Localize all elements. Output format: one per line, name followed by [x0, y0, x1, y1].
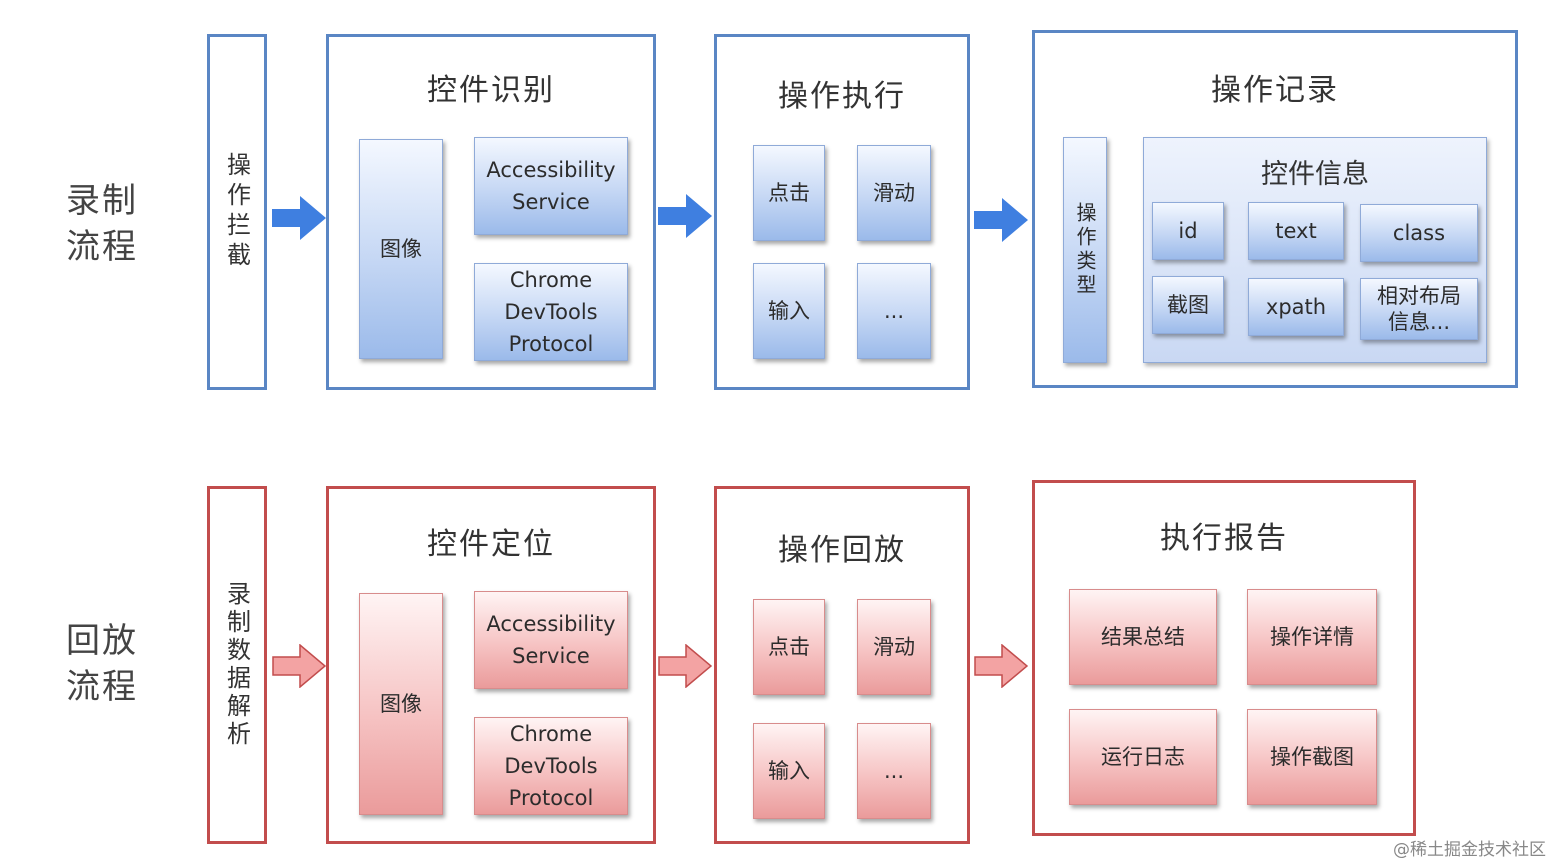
relative-layout-box: 相对布局 信息...: [1360, 278, 1478, 340]
operation-record-frame: 操作记录 操作类型 控件信息 id text class 截图 xpath 相对…: [1032, 30, 1518, 388]
image-box: 图像: [359, 139, 443, 359]
input-box: 输入: [753, 723, 825, 819]
record-flow-label: 录制 流程: [66, 181, 138, 267]
operation-screenshots-box: 操作截图: [1247, 709, 1377, 805]
operation-record-title: 操作记录: [1211, 73, 1339, 108]
operation-replay-title: 操作回放: [778, 533, 906, 568]
widget-identify-title: 控件识别: [427, 73, 555, 108]
screenshot-box: 截图: [1152, 276, 1224, 334]
more-box: ...: [857, 723, 931, 819]
more-box: ...: [857, 263, 931, 359]
operation-execute-title: 操作执行: [778, 79, 906, 114]
xpath-box: xpath: [1248, 278, 1344, 336]
pink-arrow-icon: [272, 644, 326, 688]
chrome-devtools-box: Chrome DevTools Protocol: [474, 263, 628, 361]
operation-type-box: 操作类型: [1063, 137, 1107, 363]
recorded-data-parse-frame: 录制数据解析: [207, 486, 267, 844]
click-box: 点击: [753, 145, 825, 241]
execution-report-frame: 执行报告 结果总结 操作详情 运行日志 操作截图: [1032, 480, 1416, 836]
pink-arrow-icon: [658, 644, 712, 688]
image-box: 图像: [359, 593, 443, 815]
widget-locate-frame: 控件定位 图像 Accessibility Service Chrome Dev…: [326, 486, 656, 844]
swipe-box: 滑动: [857, 145, 931, 241]
operation-execute-frame: 操作执行 点击 滑动 输入 ...: [714, 34, 970, 390]
blue-arrow-icon: [658, 194, 712, 238]
widget-identify-frame: 控件识别 图像 Accessibility Service Chrome Dev…: [326, 34, 656, 390]
swipe-box: 滑动: [857, 599, 931, 695]
execution-report-title: 执行报告: [1160, 521, 1288, 556]
accessibility-service-box: Accessibility Service: [474, 591, 628, 689]
text-box: text: [1248, 202, 1344, 260]
id-box: id: [1152, 202, 1224, 260]
watermark: @稀土掘金技术社区: [1393, 840, 1546, 860]
blue-arrow-icon: [974, 198, 1028, 242]
widget-info-title: 控件信息: [1261, 159, 1369, 190]
widget-info-panel: 控件信息 id text class 截图 xpath 相对布局 信息...: [1143, 137, 1487, 363]
playback-flow-label: 回放 流程: [66, 621, 138, 707]
operation-intercept-frame: 操作拦截: [207, 34, 267, 390]
widget-locate-title: 控件定位: [427, 527, 555, 562]
accessibility-service-box: Accessibility Service: [474, 137, 628, 235]
pink-arrow-icon: [974, 644, 1028, 688]
blue-arrow-icon: [272, 196, 326, 240]
run-log-box: 运行日志: [1069, 709, 1217, 805]
class-box: class: [1360, 204, 1478, 262]
input-box: 输入: [753, 263, 825, 359]
click-box: 点击: [753, 599, 825, 695]
operation-replay-frame: 操作回放 点击 滑动 输入 ...: [714, 486, 970, 844]
operation-details-box: 操作详情: [1247, 589, 1377, 685]
chrome-devtools-box: Chrome DevTools Protocol: [474, 717, 628, 815]
result-summary-box: 结果总结: [1069, 589, 1217, 685]
